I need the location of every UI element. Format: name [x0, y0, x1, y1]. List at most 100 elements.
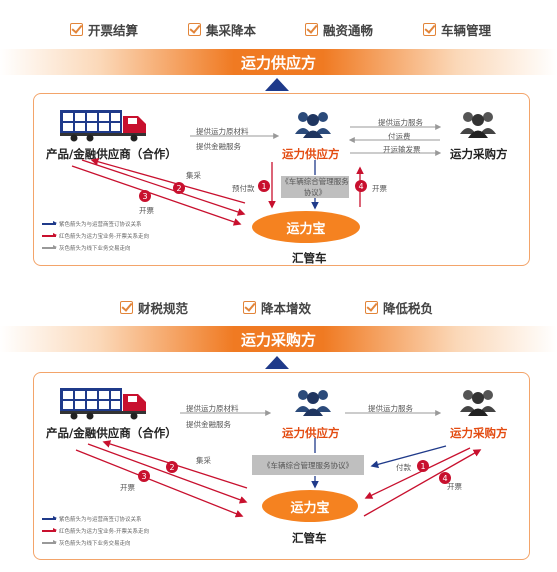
legend-text: 灰色箭头为线下业务交易走向 — [59, 246, 131, 252]
benefit-item: 降低税负 — [365, 298, 433, 317]
section-banner: 运力采购方 — [0, 326, 557, 352]
benefit-label: 集采降本 — [206, 23, 257, 38]
node-buyer: 运力采购方 — [450, 426, 508, 440]
checkbox-icon — [243, 301, 256, 314]
legend-text: 红色箭头为运力宝业务-开票关系走向 — [59, 529, 149, 535]
legend-text: 灰色箭头为线下业务交易走向 — [59, 541, 131, 547]
badge-number: 2 — [169, 463, 174, 472]
node-supplier: 产品/金融供应商（合作） — [46, 426, 177, 440]
benefit-label: 车辆管理 — [441, 23, 492, 38]
node-fleet: 汇管车 — [292, 251, 327, 265]
red-arrow — [87, 443, 248, 504]
node-provider: 运力供应方 — [282, 147, 340, 161]
step-badge: 1 — [417, 460, 429, 472]
step-badge: 2 — [173, 182, 185, 194]
legend-red-arrow-icon — [42, 233, 57, 238]
legend-navy-arrow-icon — [42, 516, 57, 521]
flow-label: 付款 — [396, 463, 411, 472]
checkbox-icon — [120, 301, 133, 314]
badge-number: 2 — [176, 184, 181, 193]
legend-grey-arrow-icon — [42, 245, 57, 250]
people-group-icon — [295, 112, 331, 138]
flow-label: 预付款 — [232, 184, 255, 193]
red-arrow — [363, 449, 482, 517]
people-group-icon — [295, 390, 331, 416]
hub-ellipse: 运力宝 — [252, 211, 360, 243]
legend-text: 紫色箭头为与运营商签订协议关系 — [59, 517, 142, 523]
red-arrow — [75, 449, 244, 518]
legend-item: 灰色箭头为线下业务交易走向 — [42, 539, 131, 547]
flow-label: 提供金融服务 — [196, 142, 241, 151]
flow-label: 集采 — [196, 456, 211, 465]
red-arrow — [81, 159, 246, 216]
legend-item: 红色箭头为运力宝业务-开票关系走向 — [42, 527, 149, 535]
legend-text: 红色箭头为运力宝业务-开票关系走向 — [59, 234, 149, 240]
agreement-box: 《车辆综合管理服务协议》 — [252, 455, 364, 475]
hub-ellipse: 运力宝 — [262, 490, 358, 522]
step-badge: 3 — [138, 470, 150, 482]
checkbox-icon — [305, 23, 318, 36]
badge-number: 3 — [141, 472, 146, 481]
benefit-label: 财税规范 — [138, 301, 189, 316]
checkbox-icon — [423, 23, 436, 36]
node-buyer: 运力采购方 — [450, 147, 508, 161]
benefit-label: 开票结算 — [88, 23, 139, 38]
checkbox-icon — [70, 23, 83, 36]
up-arrow-icon — [265, 356, 289, 369]
legend-item: 紫色箭头为与运营商签订协议关系 — [42, 220, 142, 228]
node-provider: 运力供应方 — [282, 426, 340, 440]
red-arrow — [90, 157, 246, 204]
flow-label: 付运费 — [388, 132, 411, 141]
legend-red-arrow-icon — [42, 528, 57, 533]
truck-icon — [60, 388, 146, 420]
node-supplier: 产品/金融供应商（合作） — [46, 147, 177, 161]
flow-label: 提供金融服务 — [186, 420, 231, 429]
flow-label: 提供运力服务 — [368, 404, 413, 413]
benefit-item: 集采降本 — [188, 20, 256, 39]
benefit-item: 开票结算 — [70, 20, 138, 39]
badge-number: 1 — [420, 462, 425, 471]
flow-label: 提供运力原材料 — [196, 127, 249, 136]
legend-navy-arrow-icon — [42, 221, 57, 226]
benefit-label: 降低税负 — [383, 301, 434, 316]
benefit-label: 融资通畅 — [323, 23, 374, 38]
step-badge: 3 — [139, 190, 151, 202]
benefit-item: 财税规范 — [120, 298, 188, 317]
step-badge: 4 — [439, 472, 451, 484]
badge-number: 4 — [358, 182, 363, 191]
badge-number: 3 — [142, 192, 147, 201]
legend-item: 灰色箭头为线下业务交易走向 — [42, 244, 131, 252]
flow-label: 开票 — [120, 483, 135, 492]
red-arrow — [71, 165, 242, 226]
people-group-icon — [460, 390, 496, 416]
badge-number: 1 — [261, 182, 266, 191]
flow-label: 提供运力服务 — [378, 118, 423, 127]
up-arrow-icon — [265, 78, 289, 91]
flow-label: 提供运力原材料 — [186, 404, 239, 413]
flow-label: 开票 — [372, 184, 387, 193]
legend-grey-arrow-icon — [42, 540, 57, 545]
step-badge: 1 — [258, 180, 270, 192]
benefit-item: 降本增效 — [243, 298, 311, 317]
flow-label: 开票 — [447, 482, 462, 491]
benefit-item: 融资通畅 — [305, 20, 373, 39]
red-arrow — [364, 447, 471, 499]
checkbox-icon — [188, 23, 201, 36]
step-badge: 2 — [166, 461, 178, 473]
benefit-item: 车辆管理 — [423, 20, 491, 39]
section-banner: 运力供应方 — [0, 49, 557, 75]
legend-item: 红色箭头为运力宝业务-开票关系走向 — [42, 232, 149, 240]
agreement-box: 《车辆综合管理服务协议》 — [281, 176, 349, 198]
flow-label: 开运输发票 — [383, 145, 421, 154]
badge-number: 4 — [442, 474, 447, 483]
legend-item: 紫色箭头为与运营商签订协议关系 — [42, 515, 142, 523]
people-group-icon — [460, 112, 496, 138]
benefit-label: 降本增效 — [261, 301, 312, 316]
node-fleet: 汇管车 — [292, 531, 327, 545]
flow-label: 开票 — [139, 206, 154, 215]
step-badge: 4 — [355, 180, 367, 192]
checkbox-icon — [365, 301, 378, 314]
flow-label: 集采 — [186, 171, 201, 180]
legend-text: 紫色箭头为与运营商签订协议关系 — [59, 222, 142, 228]
